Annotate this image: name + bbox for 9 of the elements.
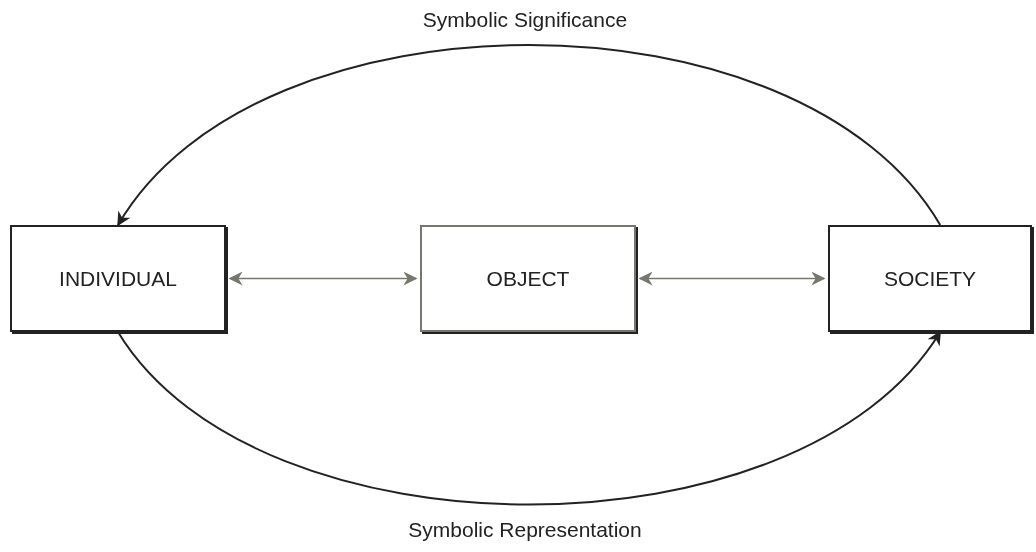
arrow — [638, 271, 826, 286]
node-label: SOCIETY — [883, 266, 977, 291]
concept-box — [828, 225, 1032, 332]
node-label: INDIVIDUAL — [59, 266, 177, 291]
arrow — [117, 44, 942, 227]
arrow — [228, 271, 418, 286]
concept-box — [420, 225, 636, 332]
node-label: OBJECT — [486, 266, 570, 291]
concept-box — [10, 225, 226, 332]
